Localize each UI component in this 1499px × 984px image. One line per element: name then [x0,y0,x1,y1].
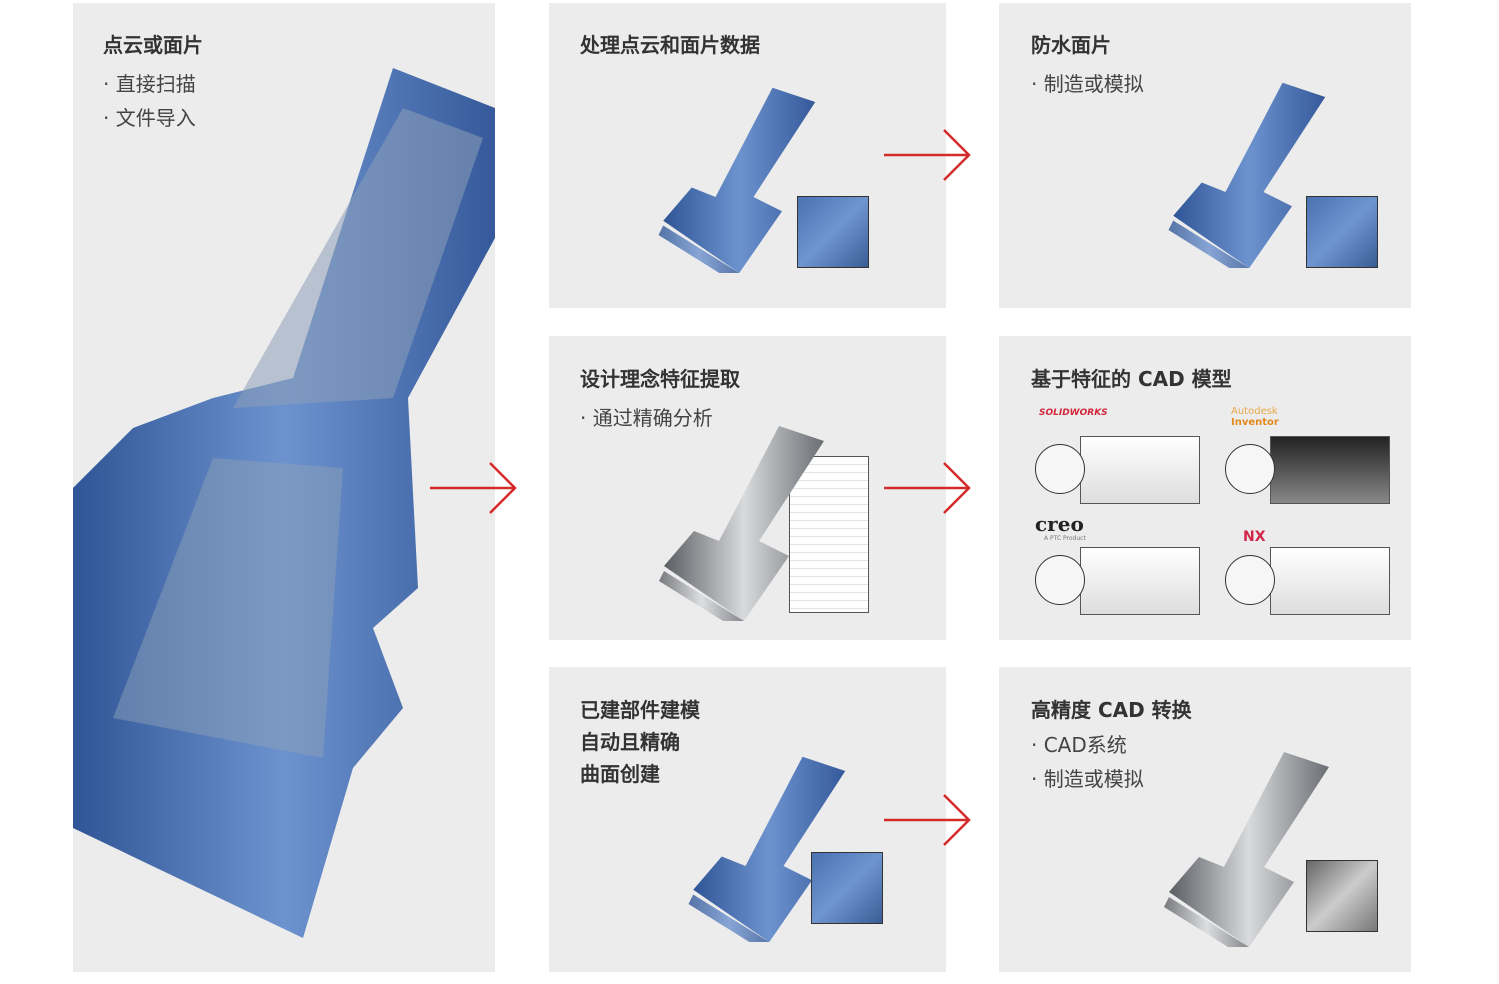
creo-subtitle: A PTC Product [1044,535,1086,542]
inventor-screenshot [1270,436,1390,504]
zoom-inset [1306,860,1378,932]
panel-cad-model: 基于特征的 CAD 模型 SOLIDWORKS Autodesk Invento… [999,336,1411,640]
panel-title: 高精度 CAD 转换 [1031,698,1192,722]
arrow-right-icon [884,462,971,514]
blade-scan-image [73,68,495,938]
bullet: · 直接扫描 [103,72,196,96]
autodesk-logo: Autodesk [1231,406,1278,417]
tree-magnifier [1035,444,1085,494]
bullet: · 文件导入 [103,106,196,130]
panel-title-line: 曲面创建 [580,762,660,786]
panel-watertight-mesh: 防水面片 · 制造或模拟 [999,3,1411,308]
panel-title: 基于特征的 CAD 模型 [1031,367,1232,391]
zoom-inset [797,196,869,268]
bullet: · 通过精确分析 [580,406,713,430]
nx-logo: NX [1243,529,1266,545]
tree-magnifier [1035,555,1085,605]
panel-title: 点云或面片 [103,33,203,57]
panel-title: 防水面片 [1031,33,1111,57]
arrow-right-icon [884,129,971,181]
creo-screenshot [1080,547,1200,615]
blade-features-image [649,421,849,621]
solidworks-logo: SOLIDWORKS [1039,408,1108,418]
panel-surface-modeling: 已建部件建模 自动且精确 曲面创建 [549,667,946,972]
creo-logo: creo [1035,512,1084,536]
inventor-logo: Inventor [1231,417,1279,428]
panel-title-line: 已建部件建模 [580,698,700,722]
zoom-inset [1306,196,1378,268]
zoom-inset [811,852,883,924]
bullet: · 制造或模拟 [1031,767,1144,791]
panel-design-intent: 设计理念特征提取 · 通过精确分析 [549,336,946,640]
nx-screenshot [1270,547,1390,615]
panel-title: 处理点云和面片数据 [580,33,760,57]
panel-title: 设计理念特征提取 [580,367,740,391]
arrow-right-icon [430,462,517,514]
panel-point-cloud: 点云或面片 · 直接扫描 · 文件导入 [73,3,495,972]
arrow-right-icon [884,794,971,846]
bullet: · CAD系统 [1031,733,1127,757]
panel-process-data: 处理点云和面片数据 [549,3,946,308]
panel-title-line: 自动且精确 [580,730,680,754]
tree-magnifier [1225,444,1275,494]
solidworks-screenshot [1080,436,1200,504]
bullet: · 制造或模拟 [1031,72,1144,96]
panel-cad-conversion: 高精度 CAD 转换 · CAD系统 · 制造或模拟 [999,667,1411,972]
feature-tree-screenshot [789,456,869,613]
tree-magnifier [1225,555,1275,605]
